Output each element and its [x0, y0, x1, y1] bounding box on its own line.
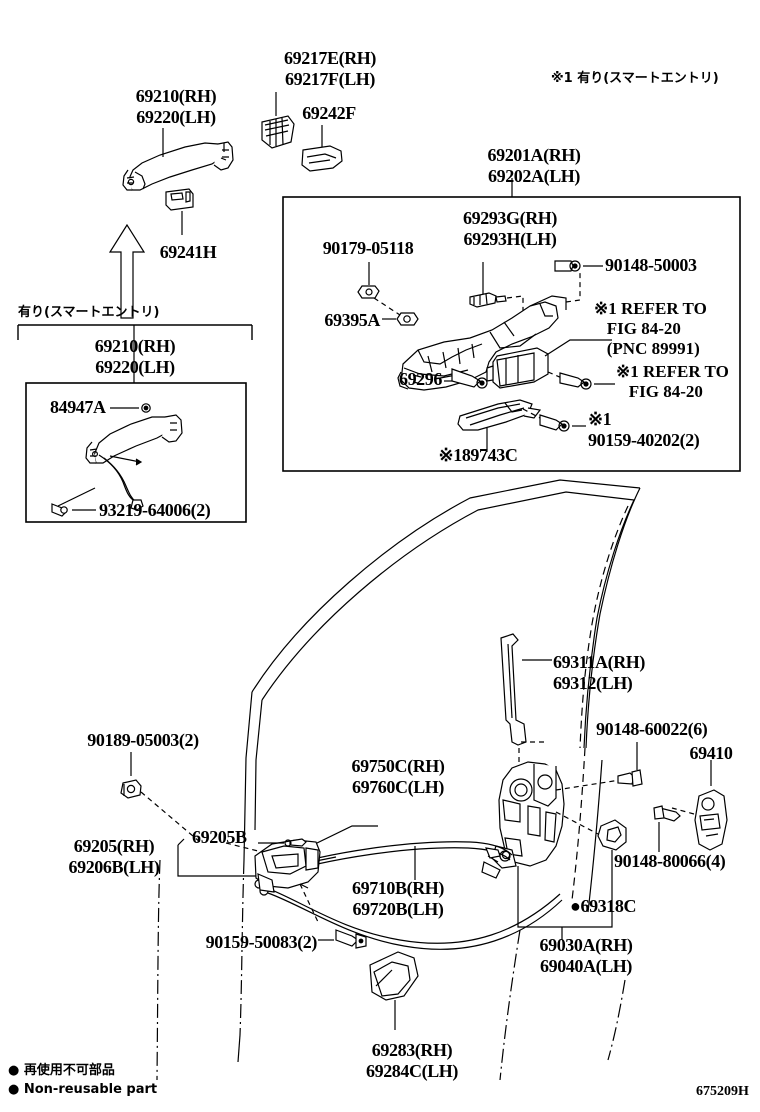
screw-90159-50083-shape — [335, 929, 367, 949]
callout-handle-plug: 69241H — [159, 242, 217, 262]
callout-sensor-84947a: 84947A — [50, 397, 106, 417]
handle-plug-shape — [165, 188, 194, 211]
callout-inside-handle: 69205(RH) 69206B(LH) — [68, 836, 160, 877]
nut-90179-shape — [357, 285, 380, 299]
callout-handle-cover: 69242F — [302, 103, 356, 123]
screw-90148-80066-shape — [653, 805, 681, 822]
callout-screw-93219: 93219-64006(2) — [99, 500, 211, 520]
callout-handle-cap: 69217E(RH) 69217F(LH) — [284, 48, 376, 89]
bracket-69293-shape — [469, 292, 507, 308]
callout-striker-69410: 69410 — [689, 743, 733, 763]
note-smart-entry-top: ※1 有り(スマートエントリ) — [551, 71, 719, 86]
rod-69296-shape — [451, 368, 488, 389]
handle-cover-shape — [301, 145, 343, 172]
callout-frame-sub-assy: 69201A(RH) 69202A(LH) — [487, 145, 581, 186]
callout-bolt-90148-80066: 90148-80066(4) — [614, 851, 726, 871]
clip-69205b-shape — [284, 838, 307, 847]
handle-cap-shape — [261, 115, 295, 149]
inside-handle-shape — [254, 839, 321, 893]
outside-door-handle-shape — [122, 141, 234, 191]
door-lock-frame-shape — [397, 301, 559, 391]
callout-refer-fig: ※1 REFER TO FIG 84-20 — [616, 362, 729, 401]
callout-smart-entry-handle: 69210(RH) 69220(LH) — [94, 336, 176, 377]
callout-clip-69205b: 69205B — [192, 827, 247, 847]
door-window-outline — [156, 479, 641, 1081]
callout-nut-90179: 90179-05118 — [322, 238, 414, 258]
callout-outside-handle: 69210(RH) 69220(LH) — [135, 86, 217, 127]
rod-69311-shape — [500, 633, 527, 746]
screw-90148-50003-shape — [554, 260, 581, 272]
callout-plug-69318c: ●69318C — [570, 896, 637, 916]
striker-69410-shape — [694, 789, 728, 851]
smart-entry-handle-shape — [85, 414, 183, 511]
callout-rod-69296: 69296 — [398, 369, 442, 389]
callout-part-89743c: ※189743C — [438, 445, 518, 465]
screw-receiver-shape — [559, 372, 592, 390]
screw-93219-shape — [51, 503, 68, 517]
clip-90189-shape — [120, 779, 142, 799]
callout-cable-69750: 69750C(RH) 69760C(LH) — [351, 756, 445, 797]
direction-arrow — [108, 223, 146, 319]
callout-grommet-69395a: 69395A — [324, 310, 380, 330]
footer-non-reusable-jp: ● 再使用不可部品 — [8, 1063, 115, 1078]
callout-screw-90159-40202: ※1 90159-40202(2) — [588, 409, 700, 450]
callout-rod-69311: 69311A(RH) 69312(LH) — [553, 652, 645, 693]
callout-screw-90148-50003: 90148-50003 — [605, 255, 697, 275]
diagram-code: 675209H — [696, 1084, 749, 1099]
callout-cover-69283: 69283(RH) 69284C(LH) — [366, 1040, 458, 1081]
footer-non-reusable-en: ● Non-reusable part — [8, 1082, 158, 1097]
callout-cable-69710: 69710B(RH) 69720B(LH) — [352, 878, 444, 919]
cover-69283-shape — [369, 951, 419, 1001]
screw-90148-60022-shape — [617, 769, 643, 787]
plug-69318c-shape — [597, 819, 627, 851]
door-lock-assembly-shape — [481, 761, 565, 879]
callout-bracket-69293: 69293G(RH) 69293H(LH) — [463, 208, 557, 249]
receiver-89743c-shape — [486, 347, 549, 389]
note-smart-entry-left: 有り(スマートエントリ) — [18, 305, 160, 320]
callout-lock-assy: 69030A(RH) 69040A(LH) — [539, 935, 633, 976]
callout-bolt-90148-60022: 90148-60022(6) — [596, 719, 708, 739]
callout-refer-fig-pnc: ※1 REFER TO FIG 84-20 (PNC 89991) — [594, 299, 707, 358]
bracket-89743c-shape — [457, 399, 542, 431]
screw-90159-40202-shape — [539, 414, 570, 432]
grommet-69395a-shape — [396, 312, 419, 326]
callout-screw-90159-50083: 90159-50083(2) — [205, 932, 318, 952]
callout-clip-90189: 90189-05003(2) — [87, 730, 199, 750]
